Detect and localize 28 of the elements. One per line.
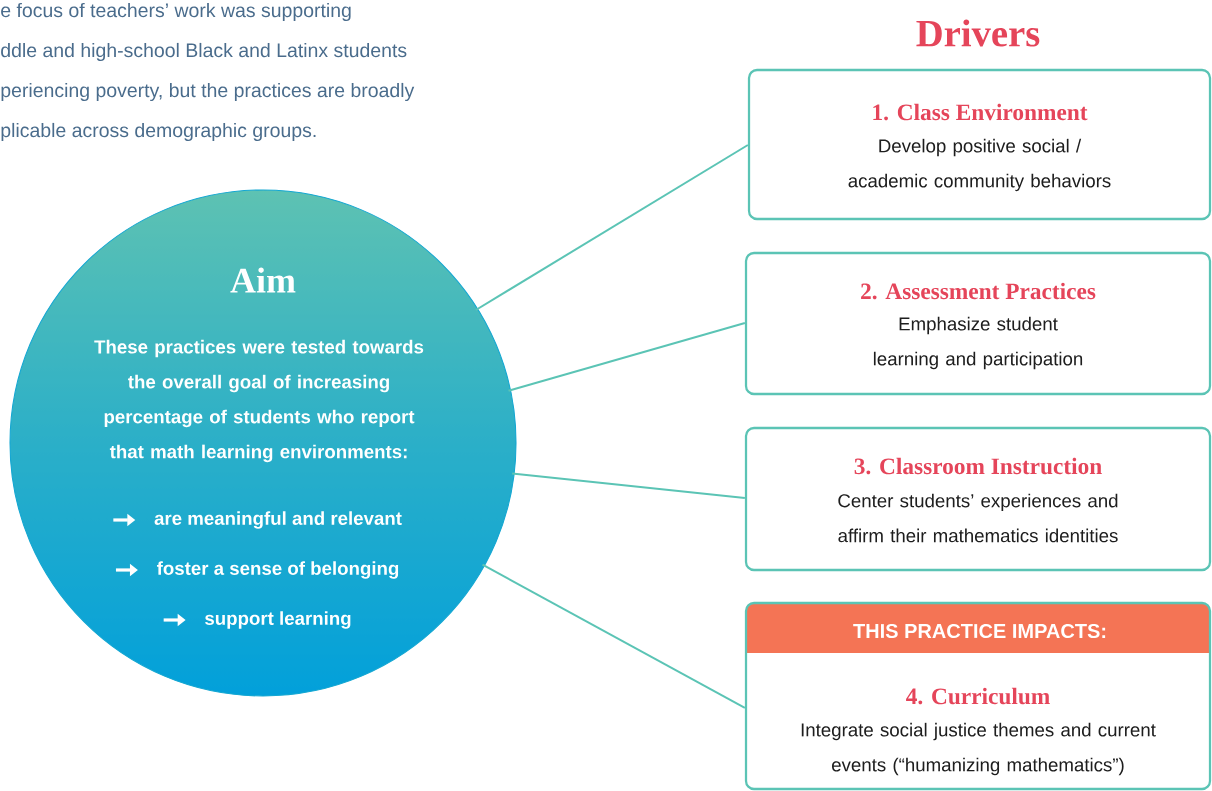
bullet-text: foster a sense of belonging: [156, 561, 399, 579]
connector-line: [507, 322, 746, 392]
driver-box: [747, 68, 1212, 221]
bullet-text: are meaningful and relevant: [154, 511, 402, 529]
driver-box: [744, 426, 1212, 572]
connector-line: [474, 144, 749, 311]
connector-line: [511, 472, 746, 499]
driver-text: Center students’ experiences and affirm their mathematics identities: [838, 493, 1118, 543]
driver-title: 3. Classroom Instruction: [854, 457, 1102, 475]
driver-box: [744, 251, 1212, 396]
connector-line: [481, 563, 746, 709]
banner-text: THIS PRACTICE IMPACTS:: [853, 623, 1106, 639]
column-heading: Drivers: [916, 19, 1040, 47]
intro-text: e focus of teachers’ work was supporting: [1, 2, 351, 22]
aim-heading: Aim: [230, 267, 296, 293]
intro-text: ddle and high-school Black and Latinx students: [1, 42, 407, 62]
driver-text: Develop positive social / academic community behaviors: [848, 138, 1111, 192]
aim-text: These practices were tested towards the overall goal of increasing percentage of students who report that math learning environments:: [94, 339, 424, 463]
driver-box: [744, 601, 1212, 791]
aim-circle: [9, 189, 517, 697]
driver-title: 2. Assessment Practices: [861, 282, 1096, 300]
driver-text: Integrate social justice themes and current events (“humanizing mathematics”): [801, 722, 1156, 776]
bullet-text: support learning: [205, 611, 351, 629]
driver-text: Emphasize student learning and participation: [873, 316, 1083, 370]
intro-text: plicable across demographic groups.: [1, 122, 316, 142]
driver-title: 4. Curriculum: [906, 687, 1050, 705]
intro-text: periencing poverty, but the practices are broadly: [1, 82, 415, 102]
driver-title: 1. Class Environment: [873, 103, 1088, 121]
